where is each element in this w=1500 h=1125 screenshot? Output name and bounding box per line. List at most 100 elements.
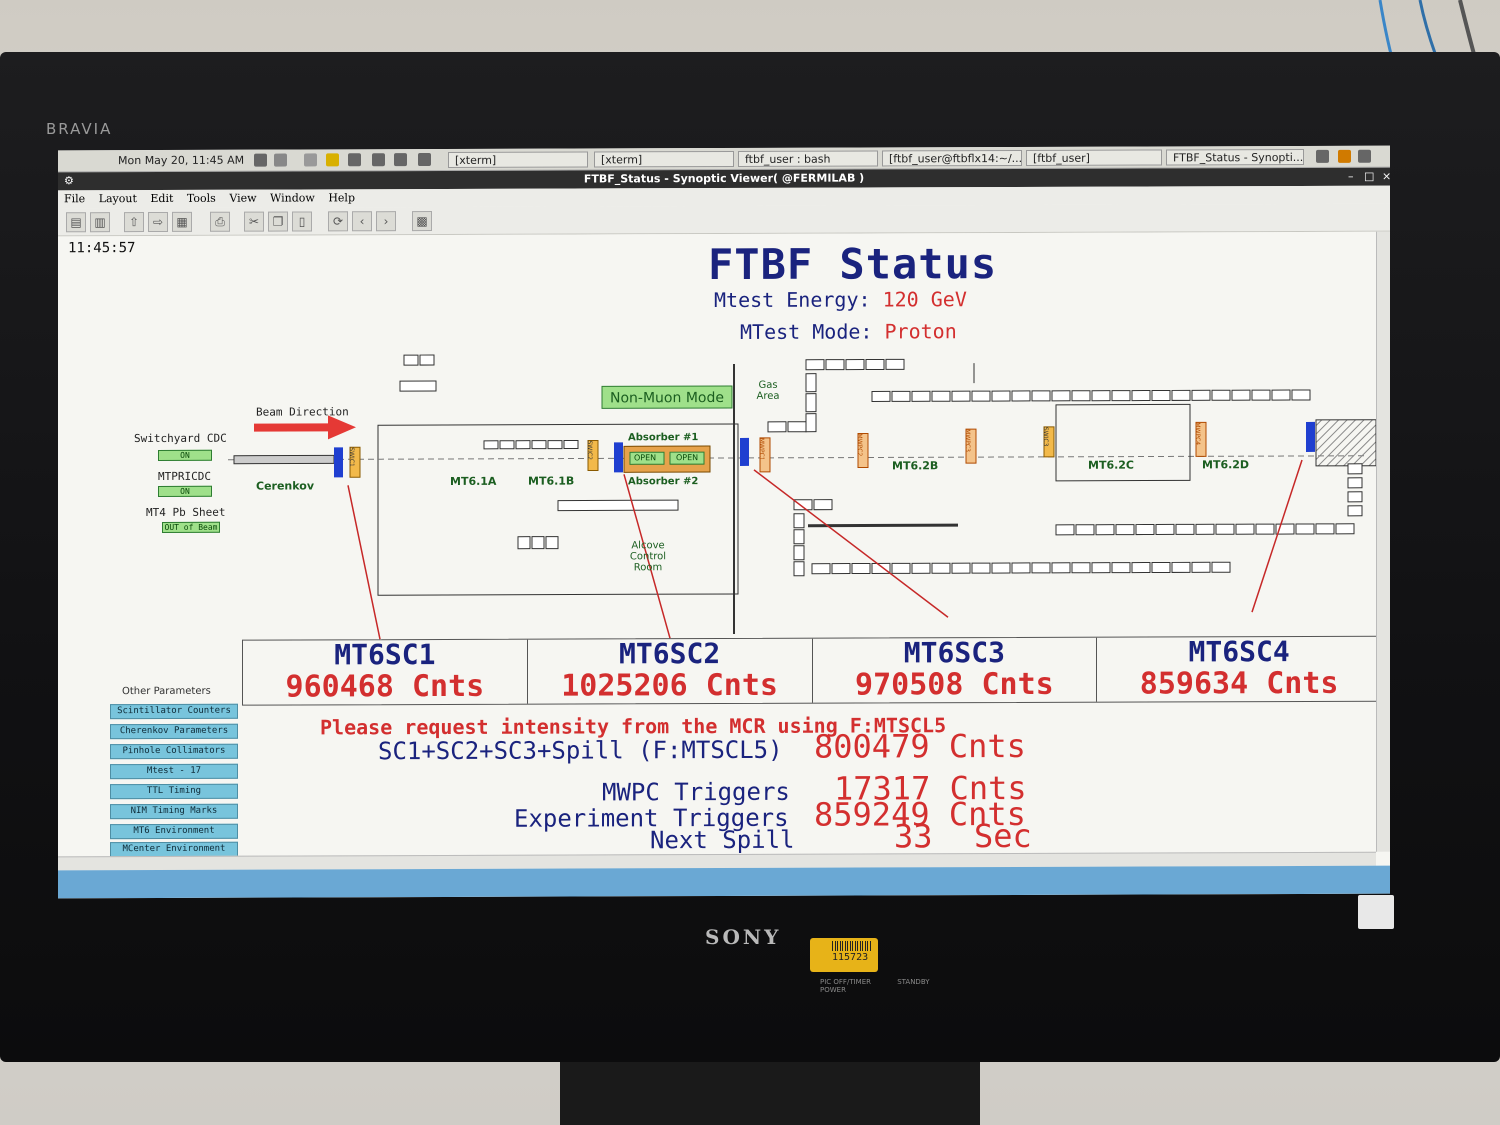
tray-icon[interactable] <box>1316 149 1329 163</box>
forward-arrow-icon[interactable]: › <box>376 211 396 232</box>
cut-icon[interactable]: ✂ <box>244 211 264 232</box>
param-button-pinhole[interactable]: Pinhole Collimators <box>110 743 238 760</box>
paste-icon[interactable]: ▯ <box>292 211 312 232</box>
menu-file[interactable]: File <box>64 192 86 206</box>
task-xterm-2[interactable]: [xterm] <box>594 150 734 168</box>
gas-area-label: Gas Area <box>756 379 780 402</box>
note-icon[interactable] <box>326 153 339 167</box>
menu-edit[interactable]: Edit <box>150 191 174 206</box>
param-button-mtest17[interactable]: Mtest - 17 <box>110 763 238 780</box>
param-button-scintillator[interactable]: Scintillator Counters <box>110 703 238 720</box>
shield-wall <box>808 523 958 528</box>
non-muon-mode-box <box>601 385 733 409</box>
block-row-right-lower <box>1055 463 1363 536</box>
minimize-icon[interactable]: – <box>1348 169 1354 183</box>
menu-tools[interactable]: Tools <box>186 191 216 205</box>
counter-cell-sc1: MT6SC1 960468 Cnts <box>243 638 528 705</box>
task-bash[interactable]: ftbf_user : bash <box>738 150 878 167</box>
monitor-brand-top: BRAVIA <box>46 120 113 138</box>
up-icon[interactable]: ⇧ <box>124 212 144 233</box>
mwpc3-box <box>965 428 977 464</box>
asset-tag-sticker: 115723 <box>810 938 878 972</box>
maximize-icon[interactable]: □ <box>1364 169 1375 183</box>
mwpc4-box <box>1195 421 1207 457</box>
non-muon-mode-label: Non-Muon Mode <box>610 390 724 407</box>
cerenkov-tube <box>233 454 335 465</box>
close-icon[interactable]: × <box>1382 169 1390 183</box>
sum-value: 800479 Cnts <box>814 726 1026 766</box>
scissors-icon[interactable] <box>372 153 385 167</box>
swic1-label: SWIC1 <box>348 447 355 467</box>
pbsheet-status: OUT of Beam <box>162 521 220 533</box>
update-icon[interactable] <box>1338 149 1351 163</box>
desktop-bottom-strip <box>58 865 1390 899</box>
power-label: POWER <box>820 986 846 994</box>
menu-layout[interactable]: Layout <box>98 192 137 206</box>
counter-name: MT6SC1 <box>334 638 436 672</box>
back-arrow-icon[interactable]: ‹ <box>352 211 372 232</box>
param-button-mt6-environment[interactable]: MT6 Environment <box>110 823 238 840</box>
menu-view[interactable]: View <box>229 191 257 205</box>
window-menu-icon[interactable]: ⚙ <box>64 174 74 188</box>
beam-axis <box>228 455 1368 461</box>
cerenkov-label: Cerenkov <box>256 479 314 493</box>
param-button-nim-timing[interactable]: NIM Timing Marks <box>110 803 238 820</box>
app-launcher-icon[interactable] <box>304 153 317 167</box>
param-button-cherenkov[interactable]: Cherenkov Parameters <box>110 723 238 740</box>
mwpc1-label: MWPC1 <box>758 437 765 461</box>
mt6sc1-paddle <box>334 447 343 478</box>
area-mt61a: MT6.1A <box>450 474 497 488</box>
mt6sc2-paddle <box>614 442 623 473</box>
layer-icon[interactable]: ▦ <box>172 211 192 232</box>
counter-name: MT6SC3 <box>903 636 1005 670</box>
save-icon[interactable]: ▥ <box>90 212 110 233</box>
power-icon[interactable] <box>1358 149 1371 163</box>
counter-value: 960468 Cnts <box>285 668 485 705</box>
area-mt62c: MT6.2C <box>1088 458 1135 472</box>
swic3-label: SWIC3 <box>1042 426 1049 447</box>
grid-icon[interactable]: ▩ <box>412 211 432 232</box>
swic2-box <box>587 439 599 471</box>
pbsheet-label: MT4 Pb Sheet <box>146 505 226 520</box>
refresh-icon[interactable]: ⟳ <box>328 211 348 232</box>
absorber-state-a: OPEN <box>634 453 657 463</box>
settings-icon[interactable] <box>394 153 407 167</box>
menu-window[interactable]: Window <box>270 191 315 205</box>
synoptic-canvas: 11:45:57 FTBF Status Mtest Energy: 120 G… <box>58 231 1390 877</box>
absorber-state-a-box <box>629 451 665 465</box>
forward-page-icon[interactable]: ⇨ <box>148 211 168 233</box>
area-mt62d: MT6.2D <box>1202 458 1250 472</box>
mwpc4-label: MWPC4 <box>1194 422 1201 446</box>
absorber-state-b: OPEN <box>676 453 699 463</box>
counter-value: 859634 Cnts <box>1139 665 1339 702</box>
task-ssh[interactable]: [ftbf_user@ftbflx14:~/... <box>882 149 1022 167</box>
pointer-lines <box>347 459 1303 640</box>
asset-tag-number: 115723 <box>832 952 869 963</box>
mt62c-enclosure <box>1055 403 1191 482</box>
speaker-icon[interactable] <box>274 153 287 167</box>
editor-icon[interactable] <box>348 153 361 167</box>
mwpc1-box <box>759 437 771 473</box>
mwpc2-label: MWPC2 <box>856 433 863 457</box>
beam-dump <box>1315 419 1377 467</box>
camera-icon[interactable] <box>418 153 431 167</box>
counter-value: 970508 Cnts <box>855 666 1054 703</box>
counter-cell-sc4: MT6SC4 859634 Cnts <box>1097 635 1381 702</box>
task-folder[interactable]: [ftbf_user] <box>1026 149 1162 166</box>
vertical-scrollbar[interactable] <box>1376 231 1390 852</box>
open-icon[interactable]: ▤ <box>66 212 86 233</box>
next-spill-label: Next Spill <box>650 825 795 855</box>
terminal-icon[interactable] <box>254 153 267 167</box>
area-mt61b: MT6.1B <box>528 474 575 488</box>
window-title: FTBF_Status - Synoptic Viewer( @FERMILAB… <box>583 171 865 186</box>
menu-help[interactable]: Help <box>328 191 355 205</box>
pointer-sc4 <box>1251 459 1303 613</box>
mwpc3-label: MWPC3 <box>964 429 971 452</box>
param-button-ttl-timing[interactable]: TTL Timing <box>110 783 238 800</box>
print-icon[interactable]: ⎙ <box>210 211 230 232</box>
alcove-label: Alcove Control Room <box>629 540 667 574</box>
monitor-brand-bottom: SONY <box>705 925 782 949</box>
copy-icon[interactable]: ❐ <box>268 211 288 232</box>
task-xterm-1[interactable]: [xterm] <box>448 151 588 168</box>
task-synoptic[interactable]: FTBF_Status - Synopti... <box>1166 148 1304 166</box>
